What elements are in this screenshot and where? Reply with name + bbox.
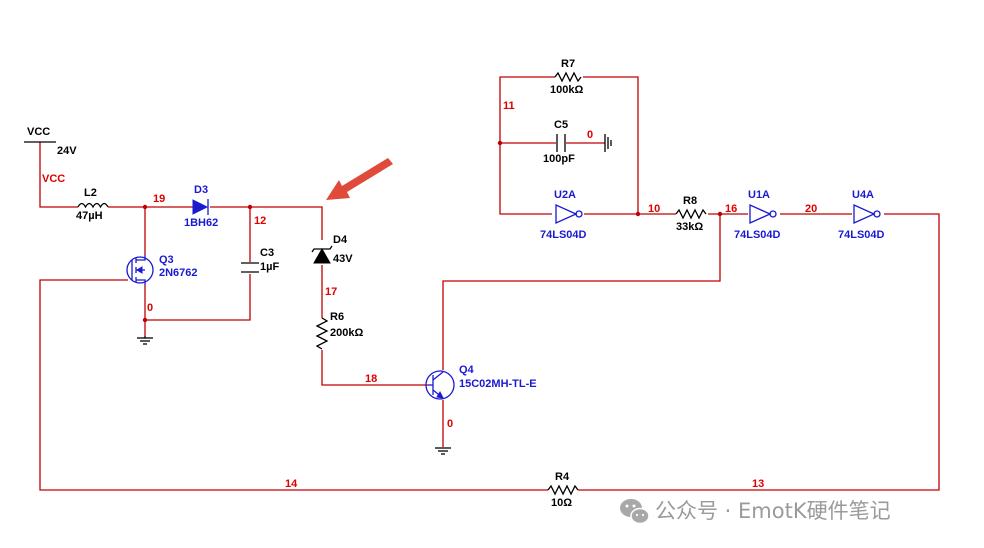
inverter-u2a[interactable]: U2A 74LS04D (540, 189, 587, 241)
net-11: 11 (503, 100, 515, 112)
d4-value: 43V (333, 253, 353, 265)
c3-value: 1µF (260, 261, 279, 273)
vcc-name: VCC (27, 126, 50, 138)
net-vcc: VCC (42, 173, 65, 185)
diode-d3[interactable]: D3 1BH62 (184, 184, 218, 229)
u1a-value: 74LS04D (734, 229, 781, 241)
inverter-u4a[interactable]: U4A 74LS04D (838, 189, 885, 241)
inverter-u1a[interactable]: U1A 74LS04D (734, 189, 781, 241)
q3-value: 2N6762 (159, 267, 198, 279)
q4-value: 15C02MH-TL-E (459, 378, 537, 390)
r6-name: R6 (330, 311, 344, 323)
inductor-l2[interactable]: L2 47µH (76, 187, 109, 222)
d3-value: 1BH62 (184, 217, 218, 229)
l2-value: 47µH (76, 210, 103, 222)
capacitor-c3[interactable]: C3 1µF (241, 247, 279, 273)
junction-dots (142, 140, 723, 323)
ground-q4 (435, 447, 451, 455)
net-0-q3: 0 (147, 302, 153, 314)
net-0-c5: 0 (587, 129, 593, 141)
resistor-r8[interactable]: R8 33kΩ (675, 195, 707, 233)
capacitor-c5[interactable]: C5 100pF (543, 119, 575, 165)
annotation-arrow (326, 158, 393, 200)
u2a-value: 74LS04D (540, 229, 587, 241)
net-16: 16 (725, 203, 737, 215)
wires (39, 76, 940, 491)
c3-name: C3 (260, 247, 274, 259)
net-12: 12 (254, 215, 266, 227)
net-10: 10 (648, 203, 660, 215)
ground-c5 (604, 134, 612, 152)
q3-name: Q3 (159, 254, 174, 266)
net-13: 13 (752, 478, 764, 490)
r8-value: 33kΩ (676, 221, 703, 233)
l2-name: L2 (84, 187, 97, 199)
d4-name: D4 (333, 234, 348, 246)
net-14: 14 (285, 478, 298, 490)
net-0-q4: 0 (447, 418, 453, 430)
wechat-icon (620, 499, 650, 525)
resistor-r6[interactable]: R6 200kΩ (315, 311, 363, 350)
resistor-r4[interactable]: R4 10Ω (547, 471, 579, 509)
r4-value: 10Ω (551, 497, 572, 509)
net-17: 17 (325, 286, 337, 298)
u4a-name: U4A (852, 189, 874, 201)
net-18: 18 (365, 373, 377, 385)
c5-name: C5 (554, 119, 568, 131)
vcc-value: 24V (57, 145, 77, 157)
vcc-source[interactable]: VCC 24V VCC (24, 126, 77, 185)
u2a-name: U2A (554, 189, 576, 201)
net-20: 20 (805, 203, 817, 215)
net-labels: 19 12 0 17 18 0 11 0 10 16 20 14 13 (147, 100, 817, 490)
r6-value: 200kΩ (330, 327, 363, 339)
zener-d4[interactable]: D4 43V (311, 234, 353, 265)
watermark-text: 公众号 · EmotK硬件笔记 (655, 499, 891, 523)
mosfet-q3[interactable]: Q3 2N6762 (126, 254, 198, 285)
u4a-value: 74LS04D (838, 229, 885, 241)
r4-name: R4 (555, 471, 570, 483)
ground-q3 (137, 336, 153, 345)
r7-value: 100kΩ (550, 84, 583, 96)
r7-name: R7 (561, 58, 575, 70)
d3-name: D3 (194, 184, 208, 196)
r8-name: R8 (683, 195, 697, 207)
resistor-r7[interactable]: R7 100kΩ (550, 58, 583, 96)
bjt-q4[interactable]: Q4 15C02MH-TL-E (425, 364, 537, 400)
q4-name: Q4 (459, 364, 475, 376)
watermark: 公众号 · EmotK硬件笔记 (620, 499, 891, 525)
net-19: 19 (153, 193, 165, 205)
c5-value: 100pF (543, 153, 575, 165)
u1a-name: U1A (748, 189, 770, 201)
